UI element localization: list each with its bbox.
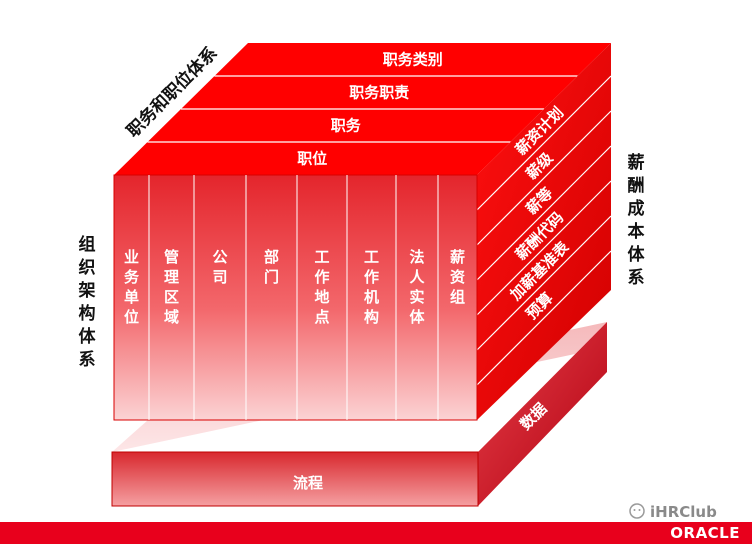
axis-title-char: 酬: [628, 176, 645, 196]
front-column-char: 薪: [450, 248, 465, 266]
base-front-label: 流程: [293, 474, 323, 492]
front-column-char: 法: [409, 248, 424, 266]
front-column-char: 实: [409, 288, 424, 306]
front-column-char: 域: [164, 308, 179, 326]
axis-title-char: 组: [79, 234, 96, 255]
front-column-label: 公司: [212, 248, 227, 286]
top-layer-label: 职务: [331, 117, 362, 135]
front-column-char: 司: [212, 268, 227, 286]
front-column-char: 作: [314, 268, 329, 286]
axis-title-char: 系: [79, 350, 96, 370]
base-front-face: [111, 451, 479, 507]
front-column-char: 点: [314, 308, 329, 326]
top-layer-label: 职位: [297, 150, 327, 168]
oracle-logo: ORACLE: [670, 524, 740, 542]
front-column-char: 理: [164, 268, 179, 286]
front-column-char: 组: [450, 288, 465, 306]
front-column-char: 单: [124, 288, 139, 306]
front-column-char: 部: [264, 248, 279, 266]
front-column-char: 工: [314, 248, 329, 266]
right-face-divider: [476, 75, 612, 211]
axis-title-char: 体: [79, 326, 97, 347]
front-face-bg: [113, 174, 478, 421]
top-layer-label: 职务类别: [383, 51, 443, 69]
base-side-face: [478, 322, 607, 506]
front-column-char: 管: [164, 248, 179, 266]
front-column-char: 地: [314, 288, 329, 306]
front-column-char: 工: [364, 248, 379, 266]
front-column-char: 区: [164, 288, 179, 306]
right-face-divider: [476, 110, 612, 246]
watermark-text: iHRClub: [650, 503, 717, 521]
front-column-char: 业: [124, 248, 139, 266]
wechat-icon-eye-right: [638, 509, 641, 511]
axis-title-char: 成: [628, 198, 645, 219]
front-column-char: 务: [124, 268, 140, 286]
axis-title-char: 体: [628, 244, 646, 265]
front-column-char: 作: [364, 268, 379, 286]
front-column-char: 构: [364, 308, 379, 326]
front-column-char: 位: [124, 308, 139, 326]
front-column-label: 部门: [264, 248, 279, 286]
front-column-char: 门: [264, 268, 279, 286]
front-column-char: 资: [450, 268, 465, 286]
axis-title-char: 构: [79, 303, 96, 324]
wechat-icon-eye-left: [633, 509, 636, 511]
front-column-char: 体: [409, 308, 425, 326]
watermark: iHRClub: [629, 503, 717, 521]
top-layer-label: 职务职责: [349, 84, 409, 102]
right-face-divider: [476, 215, 612, 351]
right-face-bg: [477, 43, 611, 420]
bottom-red-bar: [0, 522, 752, 544]
front-column-char: 人: [409, 268, 425, 286]
axis-title-char: 系: [628, 268, 645, 288]
axis-title-char: 织: [79, 257, 96, 278]
right-face-divider: [476, 250, 612, 386]
right-face-divider: [476, 145, 612, 281]
axis-title-char: 薪: [628, 153, 645, 173]
wechat-icon: [629, 503, 645, 519]
front-column-label: 薪资组: [450, 248, 465, 306]
right-face-divider: [476, 180, 612, 316]
front-column-char: 机: [364, 288, 379, 306]
axis-title-char: 本: [628, 221, 645, 242]
axis-title-char: 架: [79, 280, 96, 301]
front-column-char: 公: [212, 248, 227, 266]
